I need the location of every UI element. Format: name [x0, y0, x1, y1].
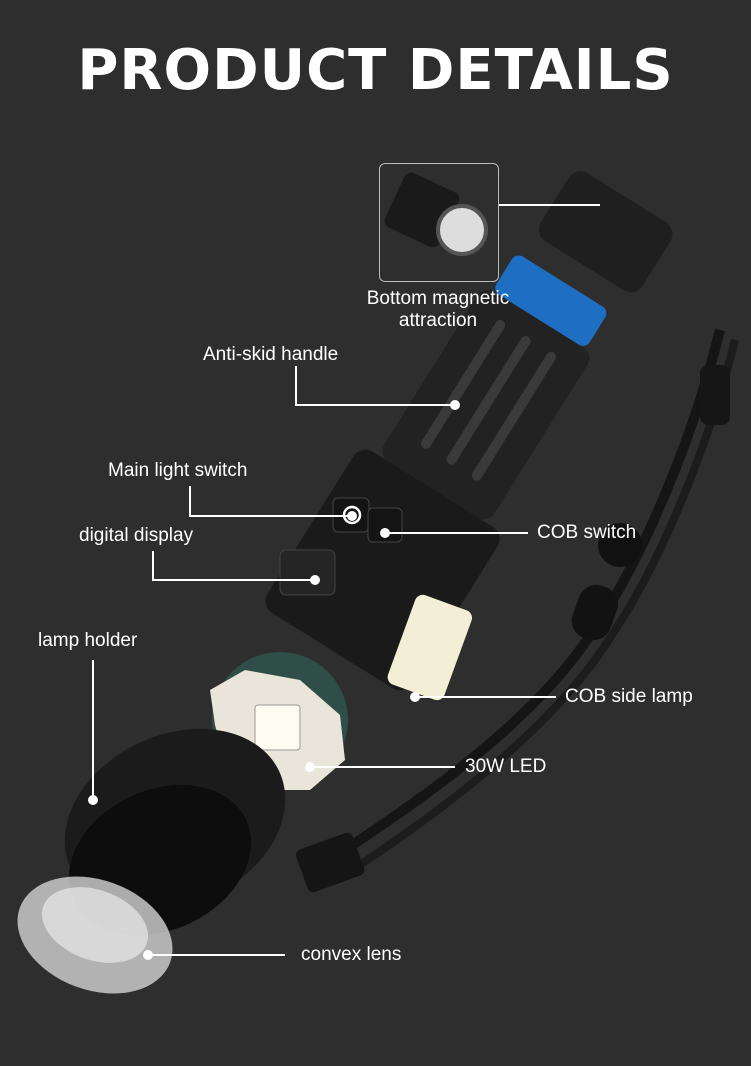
label-convex-lens: convex lens [301, 944, 402, 965]
lanyard-bead [598, 523, 642, 567]
label-line: Bottom magnetic [366, 288, 510, 309]
digital-display [279, 549, 336, 596]
inset-image [384, 172, 488, 256]
leader-line-main-switch [189, 486, 352, 517]
leader-line-anti-skid [295, 366, 455, 406]
cob-lamp [387, 594, 473, 701]
label-cob-switch: COB switch [537, 522, 637, 543]
label-anti-skid: Anti-skid handle [203, 344, 339, 365]
tail-cap [538, 171, 673, 293]
label-digital-display: digital display [79, 525, 194, 546]
label-lamp-holder: lamp holder [38, 630, 138, 651]
label-cob-side-lamp: COB side lamp [565, 686, 693, 707]
leader-line-display [152, 551, 315, 581]
inset-frame [379, 163, 499, 282]
blue-ring [495, 255, 607, 346]
label-line: attraction [398, 310, 478, 331]
label-main-switch: Main light switch [108, 460, 248, 481]
label-bottom-magnetic: Bottom magnetic attraction [354, 288, 522, 332]
label-led: 30W LED [465, 756, 547, 777]
page-title: PRODUCT DETAILS [77, 38, 674, 103]
